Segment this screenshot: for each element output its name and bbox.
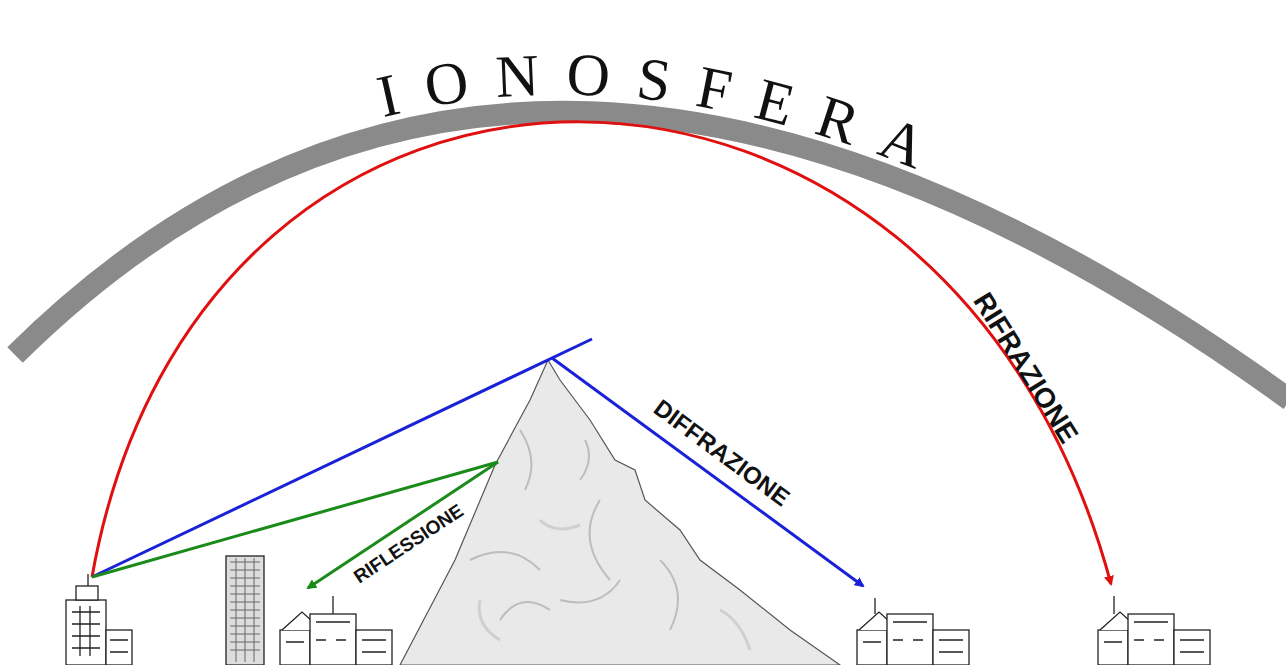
ionosphere-title: IONOSFERA	[371, 41, 959, 191]
refraction-path	[92, 122, 1111, 584]
buildings	[66, 556, 1210, 665]
diffraction-label: DIFFRAZIONE	[650, 395, 794, 510]
ionosphere-band	[15, 112, 1286, 400]
reflection-path	[308, 462, 498, 588]
diffraction-path	[552, 358, 863, 586]
mountain	[400, 360, 840, 665]
diffraction-incident	[92, 339, 592, 577]
refraction-label: RIFRAZIONE	[969, 288, 1083, 448]
